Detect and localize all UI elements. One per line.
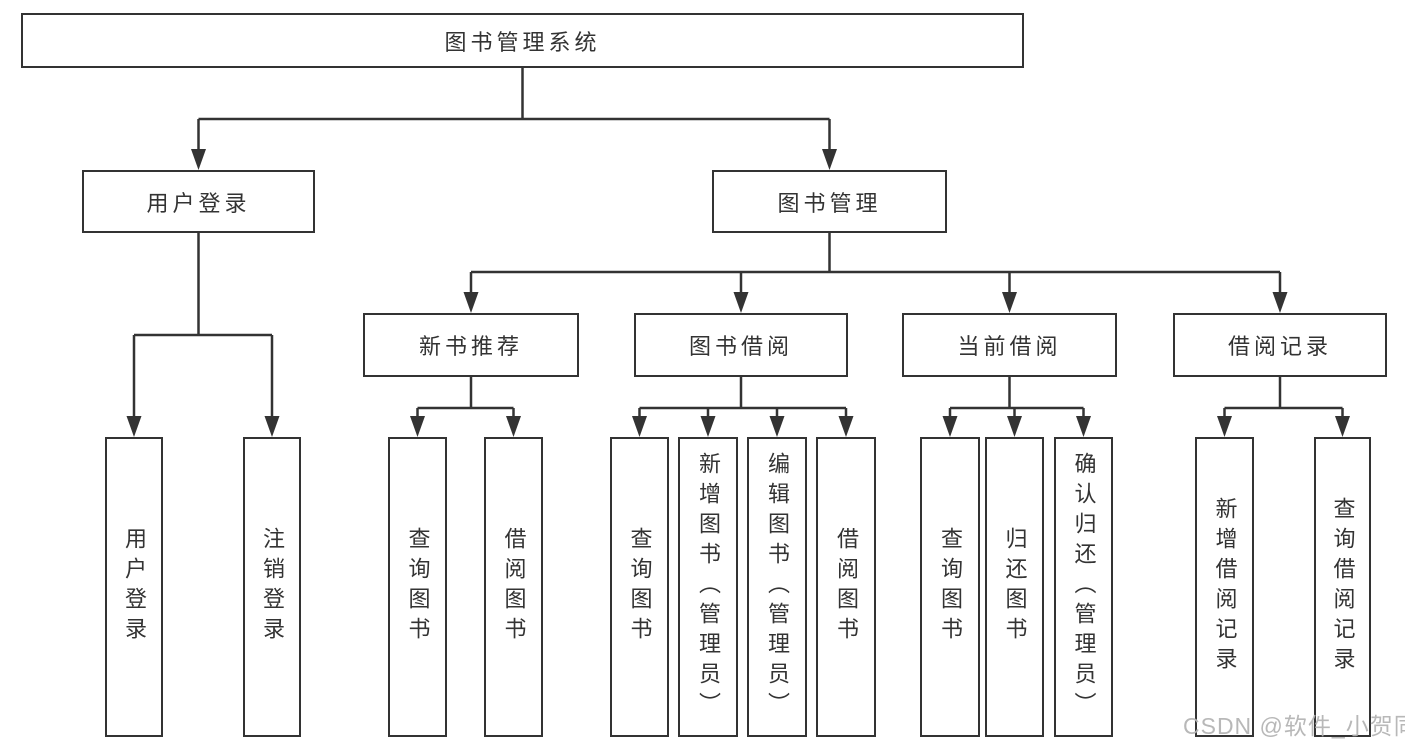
leaf-query-borrow-record: 查询借阅记录 <box>1314 437 1371 737</box>
leaf-query-books-current: 查询图书 <box>920 437 980 737</box>
leaf-borrow-books: 借阅图书 <box>816 437 876 737</box>
leaf-add-books-admin: 新增图书（管理员） <box>678 437 738 737</box>
node-new-book-recommendation: 新书推荐 <box>363 313 579 377</box>
node-user-login: 用户登录 <box>82 170 315 233</box>
leaf-query-books-recommend: 查询图书 <box>388 437 447 737</box>
node-borrowing-records: 借阅记录 <box>1173 313 1387 377</box>
arrowhead-icons <box>126 149 1350 437</box>
leaf-edit-books-admin: 编辑图书（管理员） <box>747 437 807 737</box>
leaf-confirm-return-admin: 确认归还（管理员） <box>1054 437 1113 737</box>
leaf-logout: 注销登录 <box>243 437 301 737</box>
node-current-borrowing: 当前借阅 <box>902 313 1117 377</box>
node-book-borrowing: 图书借阅 <box>634 313 848 377</box>
node-book-management: 图书管理 <box>712 170 947 233</box>
node-root-library-system: 图书管理系统 <box>21 13 1024 68</box>
leaf-query-books-borrow: 查询图书 <box>610 437 669 737</box>
leaf-add-borrow-record: 新增借阅记录 <box>1195 437 1254 737</box>
leaf-return-books: 归还图书 <box>985 437 1044 737</box>
csdn-watermark: CSDN @软件_小贺同学 <box>1183 713 1405 739</box>
leaf-borrow-books-recommend: 借阅图书 <box>484 437 543 737</box>
leaf-user-login: 用户登录 <box>105 437 163 737</box>
